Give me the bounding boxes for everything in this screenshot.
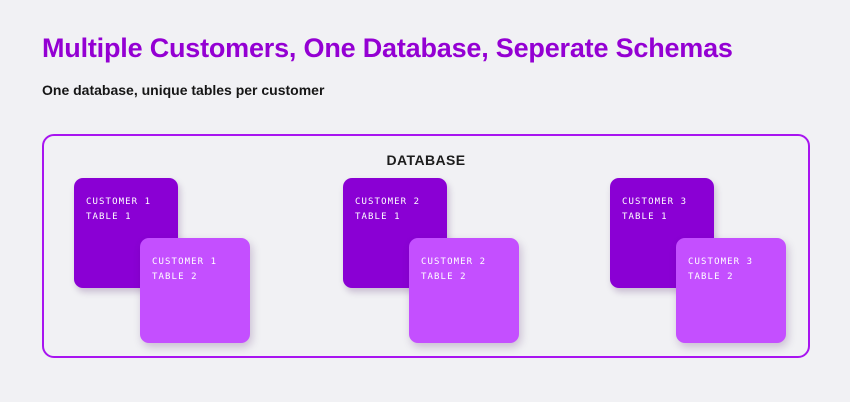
card-line-customer: CUSTOMER 1 [86,197,152,207]
card-line-customer: CUSTOMER 2 [421,257,487,267]
table-card[interactable]: CUSTOMER 3 TABLE 2 [676,238,786,343]
page-title: Multiple Customers, One Database, Sepera… [42,33,733,63]
page-subtitle: One database, unique tables per customer [42,82,325,98]
card-line-customer: CUSTOMER 3 [622,197,688,207]
card-line-table: TABLE 1 [86,212,132,222]
card-line-table: TABLE 1 [355,212,401,222]
table-card[interactable]: CUSTOMER 2 TABLE 2 [409,238,519,343]
card-line-customer: CUSTOMER 1 [152,257,218,267]
customer-group-2: CUSTOMER 2 TABLE 1 CUSTOMER 2 TABLE 2 [343,178,523,348]
card-line-table: TABLE 1 [622,212,668,222]
database-container: DATABASE [42,134,810,358]
card-line-table: TABLE 2 [688,272,734,282]
customer-group-3: CUSTOMER 3 TABLE 1 CUSTOMER 3 TABLE 2 [610,178,790,348]
card-line-customer: CUSTOMER 3 [688,257,754,267]
card-line-customer: CUSTOMER 2 [355,197,421,207]
table-card[interactable]: CUSTOMER 1 TABLE 2 [140,238,250,343]
card-line-table: TABLE 2 [421,272,467,282]
card-line-table: TABLE 2 [152,272,198,282]
customer-group-1: CUSTOMER 1 TABLE 1 CUSTOMER 1 TABLE 2 [74,178,254,348]
database-label: DATABASE [386,152,466,168]
